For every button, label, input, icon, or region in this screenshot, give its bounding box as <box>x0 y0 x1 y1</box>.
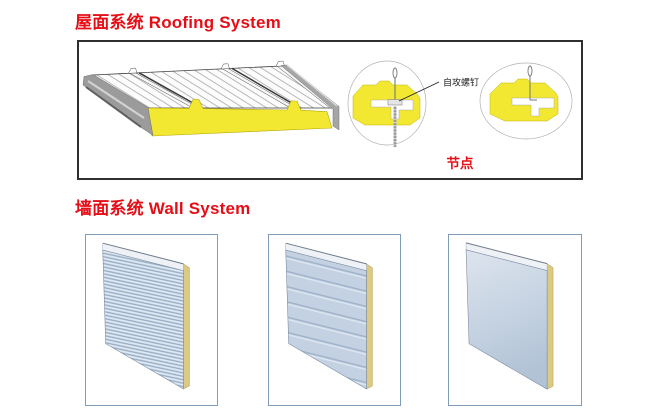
screw-callout: 自攻螺钉 <box>398 77 479 102</box>
wall-panel-corrugated-icon <box>102 242 190 390</box>
roofing-section-title: 屋面系统 Roofing System <box>75 13 281 32</box>
wall-panel-card-ribbed <box>268 234 401 406</box>
wall-section-title: 墙面系统 Wall System <box>75 199 251 218</box>
panel-face <box>465 249 548 390</box>
wall-panel-card-flat <box>448 234 582 406</box>
roof-panel-3d-icon <box>82 60 340 137</box>
seam-clip-icon <box>527 65 537 101</box>
node-detail-label: 节点 <box>447 155 474 171</box>
panel-foam-edge <box>546 263 554 390</box>
seam-detail-with-screw-icon <box>347 60 427 147</box>
wall-panel-flat-icon <box>465 242 554 390</box>
roof-foam-core <box>146 99 333 137</box>
screw-callout-label: 自攻螺钉 <box>443 77 479 88</box>
wall-panel-card-corrugated <box>85 234 218 406</box>
panel-foam-edge <box>183 263 190 390</box>
wall-panel-ribbed-icon <box>285 242 373 390</box>
panel-face <box>285 249 367 390</box>
seam-detail-plain-icon <box>479 62 573 140</box>
panel-foam-edge <box>366 263 373 390</box>
roofing-figure: 自攻螺钉 节点 <box>82 60 573 171</box>
roofing-figure-box: 自攻螺钉 节点 <box>77 40 583 180</box>
self-tapping-screw-icon <box>387 67 403 147</box>
panel-face <box>102 249 184 390</box>
